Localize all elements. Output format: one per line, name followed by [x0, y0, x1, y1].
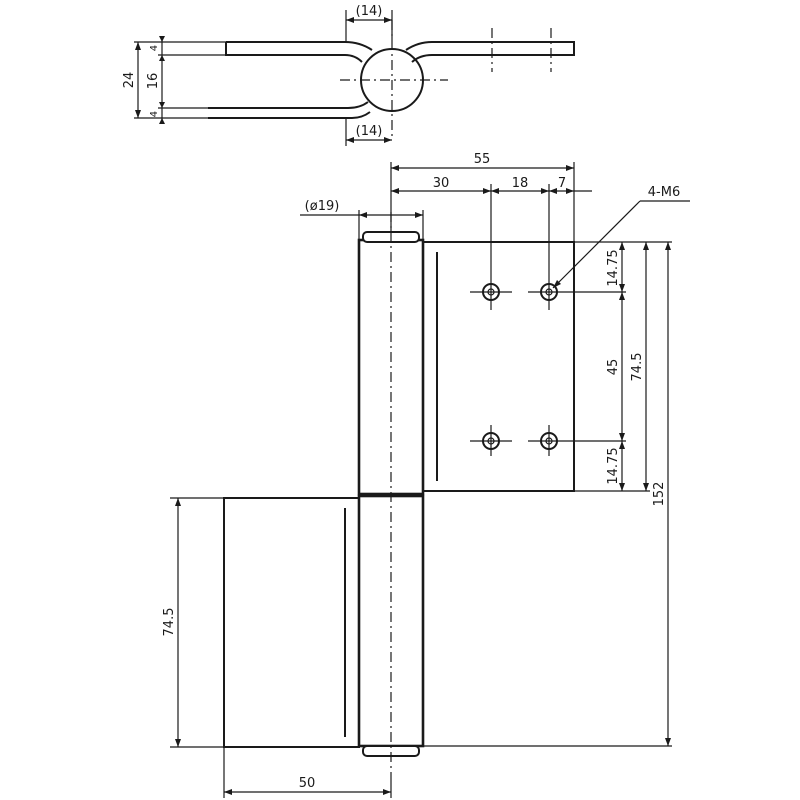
dim-arrow — [566, 188, 574, 194]
dim-arrow — [159, 102, 165, 108]
dim-arrow — [643, 242, 649, 250]
dim-arrow — [384, 137, 392, 143]
dim-text-overall-height: 152 — [652, 482, 667, 507]
dim-text-upper-leaf-height: 74.5 — [630, 353, 645, 382]
dim-arrow — [159, 118, 165, 124]
dim-arrow — [384, 17, 392, 23]
lower-leaf — [223, 497, 360, 748]
dim-text-hole-spacing-h: 18 — [512, 176, 529, 191]
dim-text-top-knuckle: (14) — [356, 4, 383, 19]
dim-text-leaf-bottom: 4 — [149, 111, 160, 117]
dim-arrow — [135, 42, 141, 50]
dim-arrow — [643, 483, 649, 491]
dim-arrow — [159, 36, 165, 42]
dim-arrow — [135, 110, 141, 118]
top-view-lower-leaf — [208, 101, 371, 119]
dim-arrow — [491, 188, 499, 194]
dim-arrow — [175, 739, 181, 747]
dim-text-overall-thickness: 24 — [122, 72, 137, 89]
dim-arrow — [665, 738, 671, 746]
dim-text-bottom-knuckle: (14) — [356, 124, 383, 139]
hole-callout-text: 4-M6 — [648, 185, 680, 200]
dim-arrow — [175, 498, 181, 506]
dim-arrow — [346, 137, 354, 143]
dim-arrow — [665, 242, 671, 250]
dim-text-width: 55 — [474, 152, 491, 167]
dim-arrow — [224, 789, 232, 795]
dim-text-hole-spacing-v: 45 — [606, 359, 621, 376]
dim-text-lower-leaf-width: 50 — [299, 776, 316, 791]
dim-text-bottom-edge: 14.75 — [606, 447, 621, 484]
dim-text-edge-to-hole: 7 — [558, 176, 566, 191]
front-view: 55 30 18 7 (ø19) 4-M6 14.75 — [162, 152, 690, 798]
dim-text-lower-leaf-height: 74.5 — [162, 608, 177, 637]
dim-arrow — [383, 789, 391, 795]
upper-leaf — [422, 241, 575, 492]
dim-arrow — [619, 292, 625, 300]
hole-callout-leader — [552, 200, 641, 289]
dim-arrow — [541, 188, 549, 194]
dim-arrow — [159, 55, 165, 61]
dim-arrow — [415, 212, 423, 218]
dim-arrow — [553, 280, 561, 288]
dim-arrow — [549, 188, 557, 194]
dim-text-to-hole1: 30 — [433, 176, 450, 191]
dim-arrow — [359, 212, 367, 218]
dim-arrow — [619, 242, 625, 250]
dim-arrow — [346, 17, 354, 23]
dim-text-leaf-top: 4 — [149, 45, 160, 51]
mounting-holes — [470, 184, 626, 456]
dim-arrow — [619, 441, 625, 449]
top-view: (14) (14) 24 4 16 4 — [122, 4, 575, 146]
dim-arrow — [619, 433, 625, 441]
dim-arrow — [619, 483, 625, 491]
dim-arrow — [483, 188, 491, 194]
dim-text-top-edge: 14.75 — [606, 249, 621, 286]
dim-arrow — [391, 165, 399, 171]
dim-arrow — [566, 165, 574, 171]
dim-arrow — [619, 284, 625, 292]
dim-arrow — [391, 188, 399, 194]
top-view-upper-leaf — [225, 41, 575, 63]
dim-text-pin: 16 — [146, 73, 161, 90]
dim-text-pin-dia: (ø19) — [305, 199, 340, 214]
